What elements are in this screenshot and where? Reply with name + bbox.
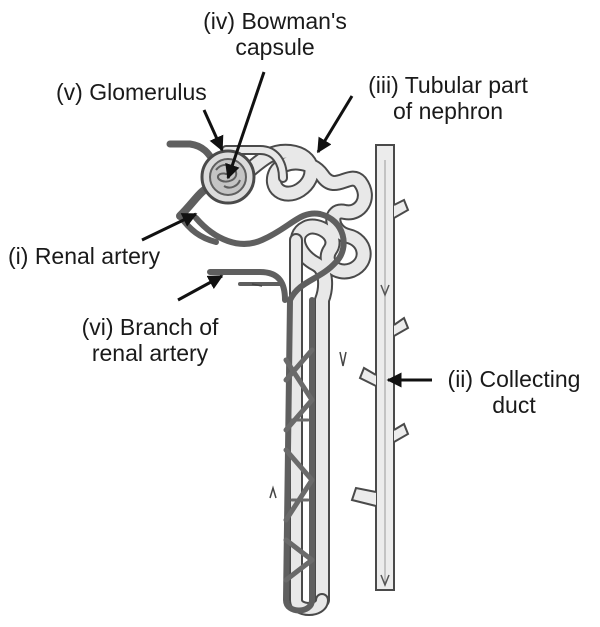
glomerulus-pointer — [204, 110, 222, 150]
tubular-part-label: (iii) Tubular part of nephron — [346, 72, 550, 124]
collecting-duct-label: (ii) Collecting duct — [432, 366, 596, 418]
tubular-part-label-line2: of nephron — [346, 98, 550, 124]
renal-artery-label: (i) Renal artery — [8, 243, 160, 269]
branch-artery-label-line1: (vi) Branch of — [66, 314, 234, 340]
bowmans-capsule-label-line2: capsule — [190, 34, 360, 60]
bowmans-capsule-label: (iv) Bowman's capsule — [190, 8, 360, 60]
collecting-duct-label-line2: duct — [432, 392, 596, 418]
collecting-duct-label-line1: (ii) Collecting — [432, 366, 596, 392]
branch-artery-label: (vi) Branch of renal artery — [66, 314, 234, 366]
tubular-part-label-line1: (iii) Tubular part — [346, 72, 550, 98]
branch-artery-pointer — [178, 276, 222, 300]
bowmans-capsule-label-line1: (iv) Bowman's — [190, 8, 360, 34]
glomerulus-label: (v) Glomerulus — [56, 79, 207, 105]
branch-artery-label-line2: renal artery — [66, 340, 234, 366]
